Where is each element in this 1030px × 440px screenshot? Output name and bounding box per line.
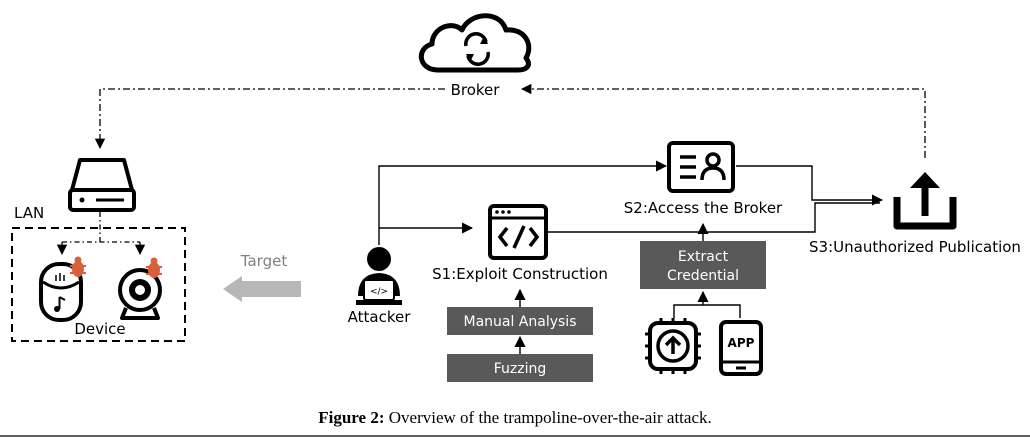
webcam-icon: [118, 268, 162, 320]
bug-icon: [146, 257, 162, 278]
fuzzing-box: [447, 354, 593, 382]
hacker-laptop-icon: </>: [356, 247, 402, 305]
smartphone-app-icon: APP: [719, 320, 763, 376]
s2-label: S2:Access the Broker: [624, 199, 783, 217]
chip-upload-icon: [645, 318, 701, 374]
caption-text: Overview of the trampoline-over-the-air …: [385, 408, 712, 427]
flow-connectors: [378, 160, 884, 245]
extract-credential-box: [640, 241, 766, 289]
manual-analysis-label: Manual Analysis: [463, 314, 576, 330]
s1-label: S1:Exploit Construction: [432, 265, 608, 283]
fuzzing-label: Fuzzing: [494, 361, 547, 377]
manual-analysis-box: [447, 307, 593, 335]
attacker-label: Attacker: [348, 308, 412, 326]
cloud-sync-icon: [419, 13, 532, 73]
bug-icon: [70, 256, 86, 277]
caption-label: Figure 2:: [318, 408, 384, 427]
s3-label: S3:Unauthorized Publication: [809, 238, 1021, 256]
svg-text:</>: </>: [370, 287, 388, 297]
sources-to-extract-connector: [673, 290, 741, 318]
extract-label-line2: Credential: [667, 268, 739, 284]
code-window-icon: [488, 204, 548, 260]
target-arrow: [223, 276, 301, 302]
id-card-icon: [667, 141, 735, 193]
speaker-icon: [39, 262, 83, 322]
device-label: Device: [74, 320, 125, 338]
broker-connectors: [94, 83, 926, 158]
target-label: Target: [240, 252, 288, 270]
lan-label: LAN: [14, 204, 44, 222]
upload-tray-icon: [893, 172, 957, 230]
router-icon: [68, 158, 136, 212]
broker-label: Broker: [451, 81, 501, 99]
lan-connectors: [56, 212, 146, 256]
app-label: APP: [728, 336, 755, 350]
figure-caption: Figure 2: Overview of the trampoline-ove…: [318, 408, 712, 427]
extract-label-line1: Extract: [678, 249, 729, 265]
